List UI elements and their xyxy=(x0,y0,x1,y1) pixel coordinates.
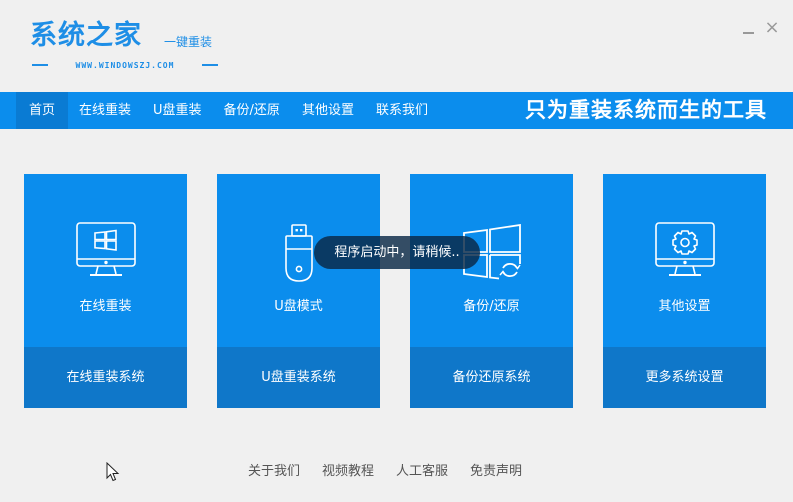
footer-link-video-tutorial[interactable]: 视频教程 xyxy=(322,464,375,479)
logo-subtitle: 一键重装 xyxy=(164,35,213,49)
card-backup-restore[interactable]: 备份/还原 备份还原系统 xyxy=(410,174,573,408)
card-title: 备份/还原 xyxy=(463,299,520,314)
minimize-button[interactable] xyxy=(740,18,758,38)
footer-links: 关于我们 视频教程 人工客服 免责声明 xyxy=(248,463,522,481)
card-action-usb-reinstall[interactable]: U盘重装系统 xyxy=(217,347,380,408)
nav-items: 首页 在线重装 U盘重装 备份/还原 其他设置 联系我们 xyxy=(16,92,439,129)
slogan: 只为重装系统而生的工具 xyxy=(525,98,767,122)
usb-drive-icon xyxy=(284,224,314,286)
card-top[interactable]: 其他设置 xyxy=(603,174,766,347)
nav-tab-other-settings[interactable]: 其他设置 xyxy=(301,103,354,118)
nav-tab-home[interactable]: 首页 xyxy=(16,92,69,129)
logo-url: WWW.WINDOWSZJ.COM xyxy=(75,60,175,70)
nav-tab-usb-reinstall[interactable]: U盘重装 xyxy=(153,103,202,118)
card-title: 其他设置 xyxy=(658,299,711,314)
footer-link-about-us[interactable]: 关于我们 xyxy=(248,464,301,479)
loading-toast: 程序启动中，请稍候.. xyxy=(314,236,480,269)
mouse-cursor-icon xyxy=(106,461,120,486)
nav-tab-contact-us[interactable]: 联系我们 xyxy=(375,103,428,118)
close-button[interactable]: × xyxy=(763,18,781,38)
card-action-online-reinstall[interactable]: 在线重装系统 xyxy=(24,347,187,408)
main-nav: 首页 在线重装 U盘重装 备份/还原 其他设置 联系我们 只为重装系统而生的工具 xyxy=(0,92,793,129)
footer-link-customer-service[interactable]: 人工客服 xyxy=(396,464,449,479)
monitor-gear-icon xyxy=(654,222,715,282)
close-icon: × xyxy=(764,17,780,38)
app-logo: 系统之家 一键重装 WWW.WINDOWSZJ.COM xyxy=(30,18,230,72)
monitor-windows-icon xyxy=(75,222,136,282)
logo-url-row: WWW.WINDOWSZJ.COM xyxy=(32,58,218,72)
logo-title: 系统之家 xyxy=(30,20,142,51)
card-online-reinstall[interactable]: 在线重装 在线重装系统 xyxy=(24,174,187,408)
card-title: U盘模式 xyxy=(274,299,323,314)
card-top[interactable]: 在线重装 xyxy=(24,174,187,347)
nav-tab-backup-restore[interactable]: 备份/还原 xyxy=(223,103,280,118)
card-other-settings[interactable]: 其他设置 更多系统设置 xyxy=(603,174,766,408)
logo-dash-left xyxy=(32,64,48,66)
card-usb-mode[interactable]: U盘模式 U盘重装系统 xyxy=(217,174,380,408)
card-action-more-settings[interactable]: 更多系统设置 xyxy=(603,347,766,408)
logo-dash-right xyxy=(201,64,218,66)
card-top[interactable]: U盘模式 xyxy=(217,174,380,347)
footer-link-disclaimer[interactable]: 免责声明 xyxy=(470,464,523,479)
card-title: 在线重装 xyxy=(79,299,132,314)
nav-tab-online-reinstall[interactable]: 在线重装 xyxy=(79,103,132,118)
card-action-backup-restore[interactable]: 备份还原系统 xyxy=(410,347,573,408)
